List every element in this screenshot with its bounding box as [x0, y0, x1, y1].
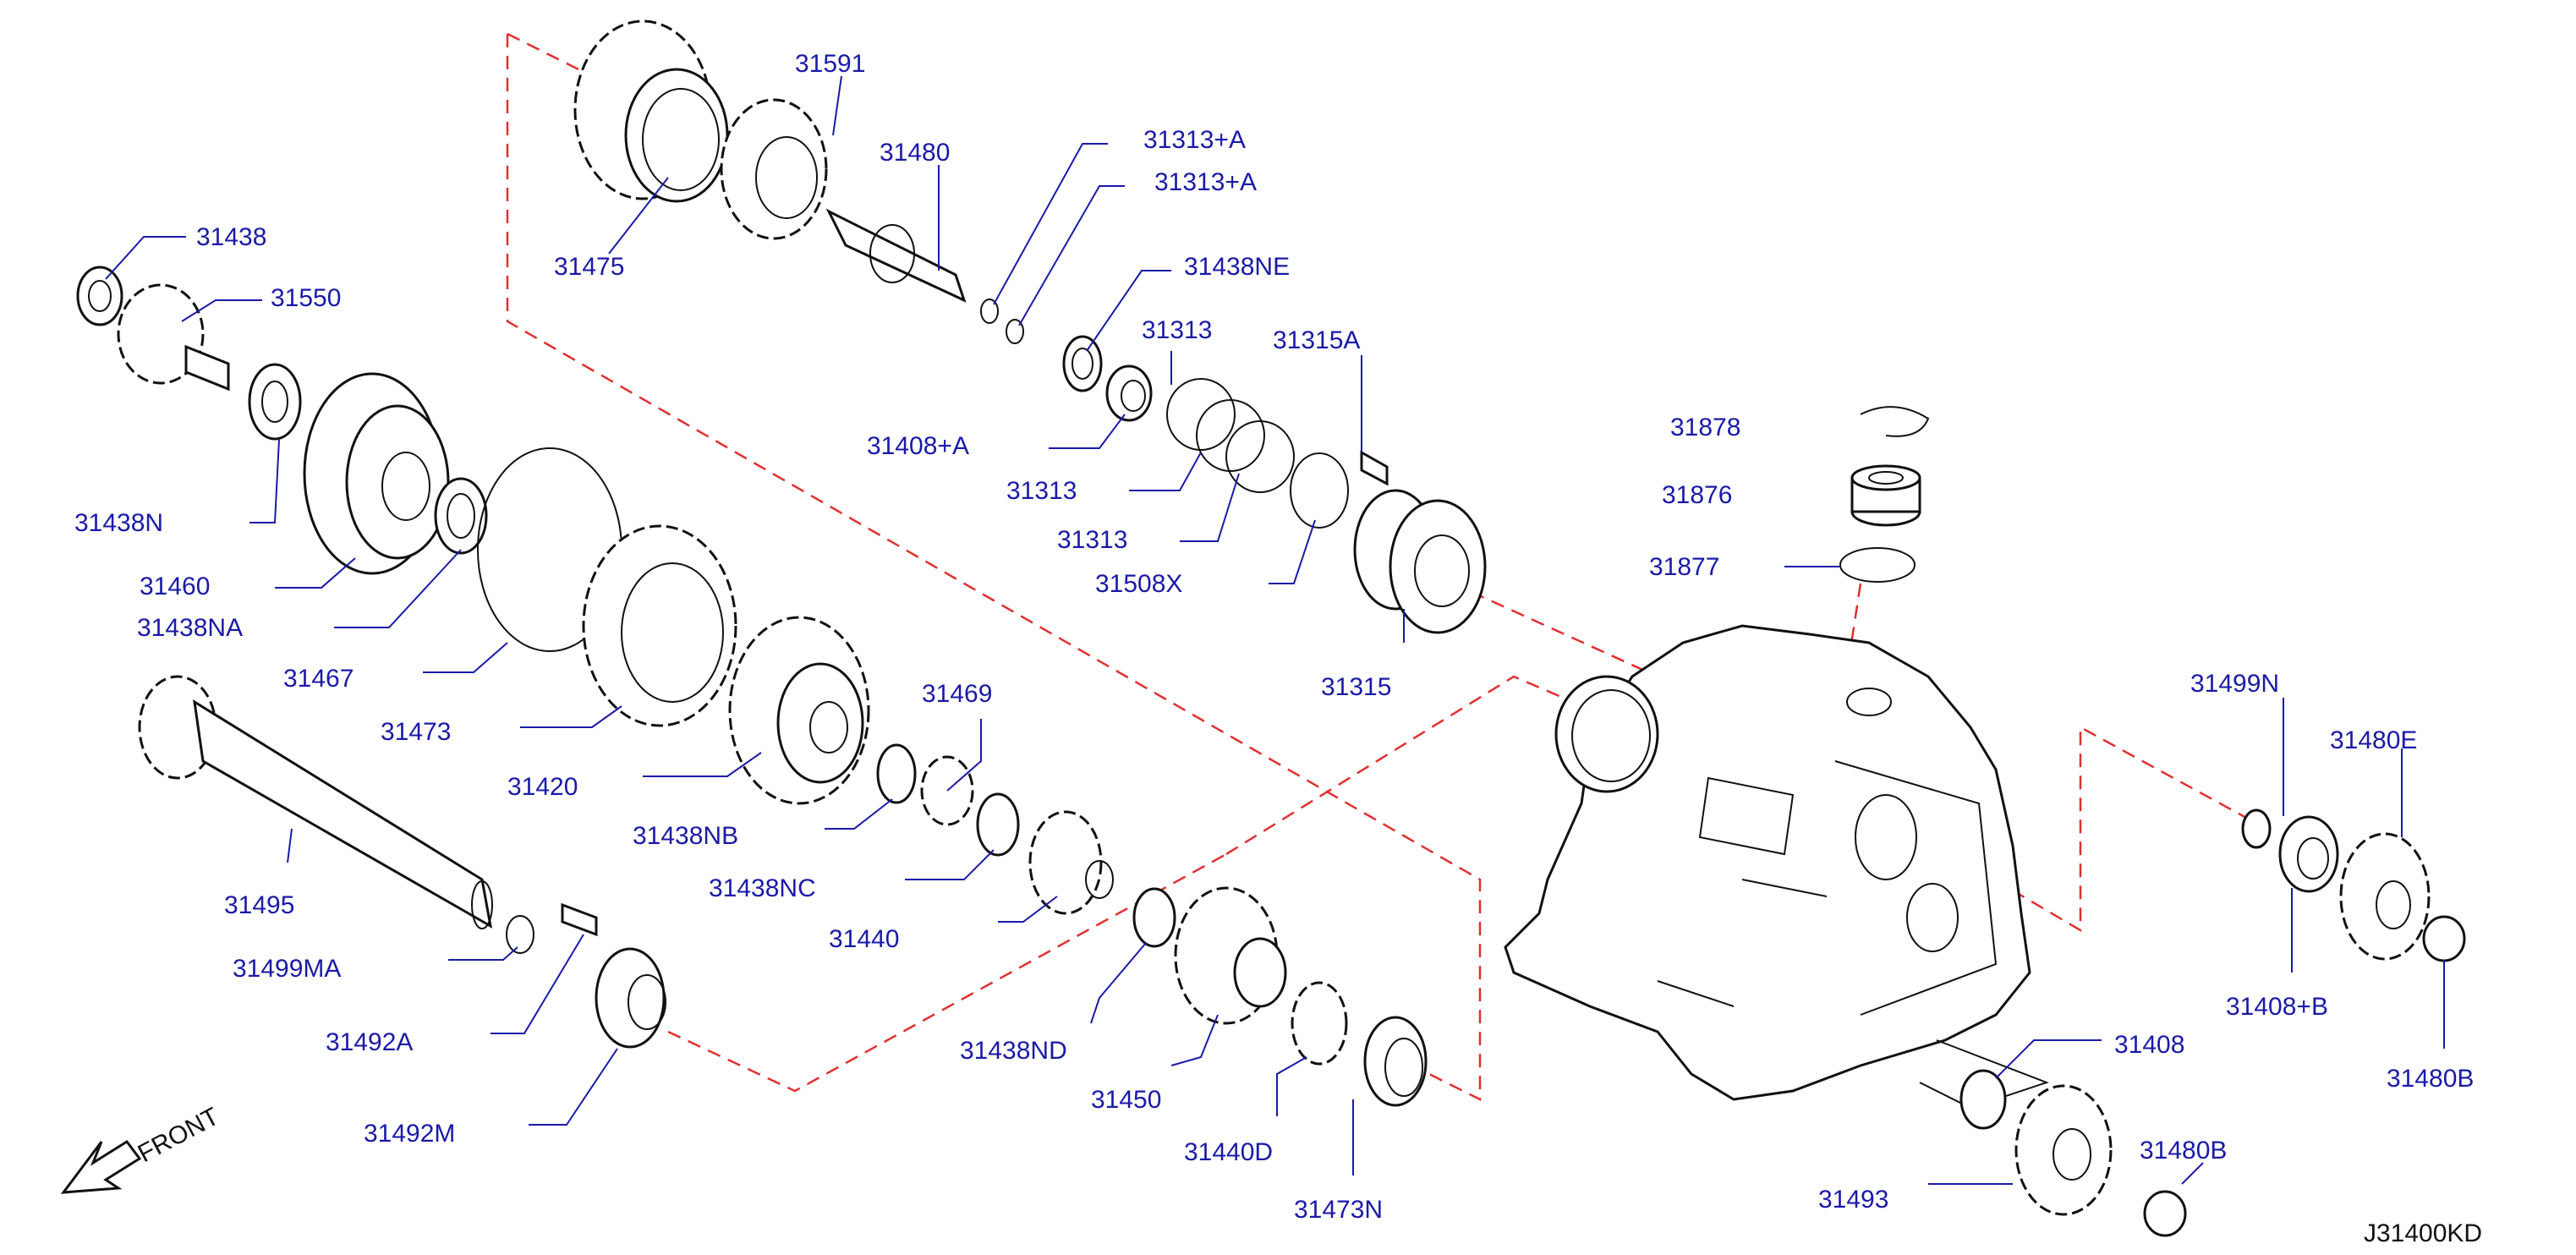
label-31313a-1: 31313+A [1143, 126, 1246, 154]
label-31480: 31480 [880, 139, 950, 167]
leader-lines [105, 75, 2445, 1185]
part-labels: 31591 31480 31313+A 31313+A 31475 31438 … [74, 50, 2474, 1224]
part-31438n-bearing [248, 363, 302, 441]
part-31480-shaft [825, 208, 967, 303]
part-31508x-snap-ring [1290, 452, 1349, 529]
part-31313-shims [1166, 378, 1295, 493]
label-31550: 31550 [271, 284, 341, 312]
label-31420: 31420 [507, 773, 578, 801]
part-31408-bearing [1959, 1069, 2007, 1130]
label-31480b-upper: 31480B [2387, 1065, 2474, 1093]
label-31313-2: 31313 [1006, 477, 1077, 505]
part-31315-housing [1353, 489, 1487, 634]
label-31877: 31877 [1649, 553, 1719, 581]
part-31480b-nut-lower [2143, 1190, 2187, 1237]
label-31408: 31408 [2114, 1031, 2184, 1059]
label-31508x: 31508X [1095, 570, 1182, 598]
transfer-case-housing [1504, 624, 2049, 1110]
part-31878-clip [1860, 406, 1930, 437]
part-31460-drum [303, 372, 450, 575]
label-31313-1: 31313 [1142, 316, 1212, 344]
part-31473-plate [582, 524, 737, 727]
part-31493-gear [2014, 1084, 2113, 1216]
part-31408a-bearing [1105, 364, 1153, 422]
label-31499n: 31499N [2190, 670, 2279, 698]
part-31315a-bolt [1360, 450, 1389, 486]
front-arrow-icon [60, 1139, 142, 1194]
label-31438nb: 31438NB [633, 822, 738, 850]
label-31450: 31450 [1091, 1086, 1161, 1114]
label-31878: 31878 [1670, 414, 1740, 441]
label-31499ma: 31499MA [233, 955, 341, 983]
part-31475-gear [573, 19, 729, 203]
label-31473: 31473 [381, 718, 451, 746]
label-31475: 31475 [554, 253, 624, 281]
part-31550-gear [117, 283, 230, 392]
label-31438nc: 31438NC [709, 874, 816, 902]
part-31480b-nut-upper [2422, 915, 2466, 962]
label-31438n: 31438N [74, 509, 163, 537]
part-31499ma-snap-ring [506, 915, 534, 954]
label-31440: 31440 [829, 925, 899, 953]
part-31438na-bearing [434, 477, 488, 555]
label-31492m: 31492M [364, 1120, 455, 1148]
label-31408a: 31408+A [867, 432, 969, 460]
label-31495: 31495 [224, 891, 294, 919]
part-31438nb-bearing [876, 743, 917, 804]
front-indicator: FRONT [60, 1103, 224, 1194]
label-31408b: 31408+B [2226, 993, 2328, 1021]
part-31473n-bearing [1363, 1016, 1428, 1107]
label-31480e: 31480E [2330, 726, 2417, 754]
part-31492m-retainer [595, 947, 666, 1049]
label-31460: 31460 [140, 573, 210, 600]
label-31315: 31315 [1321, 673, 1391, 701]
label-31473n: 31473N [1294, 1196, 1383, 1224]
label-31493: 31493 [1818, 1186, 1888, 1214]
part-31877-o-ring [1839, 547, 1916, 583]
label-31440d: 31440D [1184, 1138, 1273, 1166]
part-31438nd-bearing [1132, 887, 1176, 948]
label-31467: 31467 [283, 665, 354, 693]
label-31438: 31438 [196, 223, 266, 251]
label-31469: 31469 [922, 680, 992, 708]
part-31438nc-bearing [976, 792, 1020, 857]
label-31438nd: 31438ND [960, 1037, 1067, 1065]
label-31876: 31876 [1662, 481, 1732, 509]
label-31492a: 31492A [326, 1028, 413, 1056]
part-31420-clutch-hub [728, 616, 870, 805]
part-31313a-washers [980, 299, 1024, 344]
part-31480e-gear [2339, 832, 2431, 961]
part-31450-gear [1174, 886, 1287, 1025]
diagram-code: J31400KD [2364, 1219, 2482, 1247]
part-31440-gear [1028, 810, 1114, 915]
part-31438ne-bearing [1062, 335, 1103, 392]
label-31480b-lower: 31480B [2140, 1137, 2227, 1165]
part-31408b-bearing [2278, 815, 2339, 893]
part-31438-bearing [76, 266, 123, 326]
label-31313a-2: 31313+A [1154, 168, 1257, 196]
phantom-lines [506, 32, 2267, 1102]
label-31438ne: 31438NE [1184, 253, 1290, 281]
part-31876-plug [1850, 464, 1921, 527]
label-31313-3: 31313 [1057, 526, 1127, 554]
front-label: FRONT [134, 1103, 224, 1169]
label-31315a: 31315A [1273, 326, 1360, 354]
part-31440d-washer [1291, 981, 1348, 1066]
part-31591-gear [720, 98, 828, 240]
part-31492a-bolt [561, 902, 598, 937]
label-31591: 31591 [795, 50, 865, 78]
label-31438na: 31438NA [137, 614, 243, 642]
part-31499n-washer [2241, 808, 2272, 849]
part-31495-shaft [138, 675, 493, 929]
